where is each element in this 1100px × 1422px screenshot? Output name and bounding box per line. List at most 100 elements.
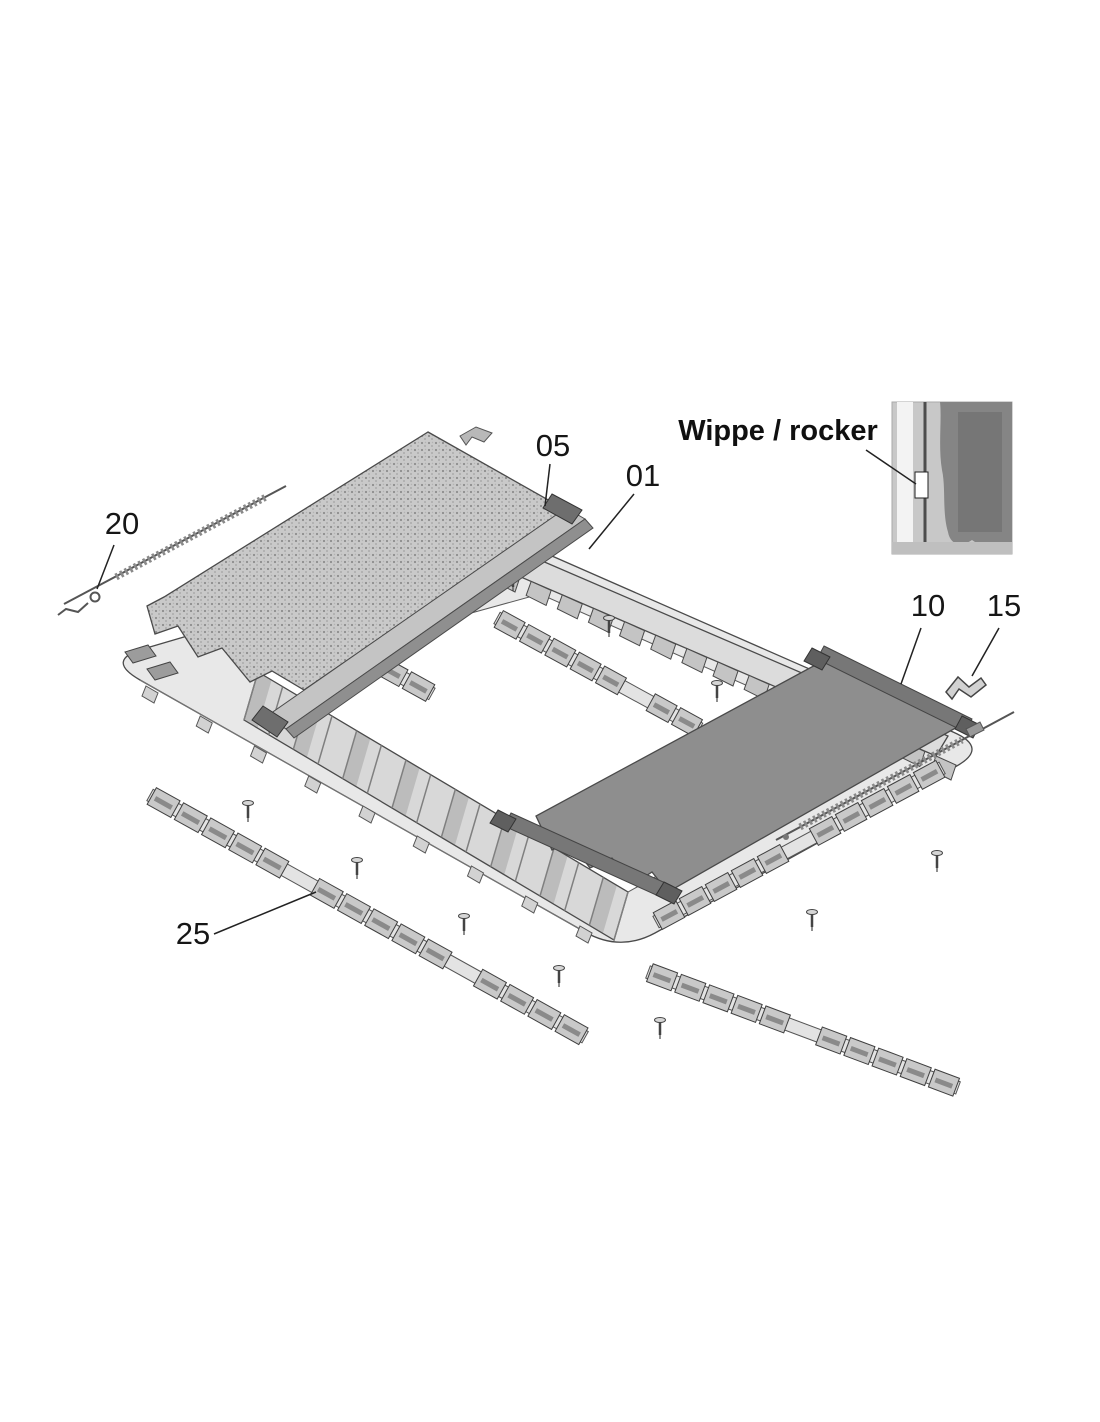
screw [711,680,723,702]
cable-thread [798,736,964,831]
leader-rocker [865,449,917,485]
strip-slot [680,982,700,994]
sunshade-panel-dark [489,645,981,905]
wall-rib [514,833,531,882]
callout-25-label: 25 [176,916,210,951]
strip-slot [180,811,201,825]
drive-cable-right [775,711,1015,841]
strip-slot [371,917,391,931]
inset-bottom-strip [892,542,1012,554]
flange-tab [304,775,322,794]
rail-bracket [556,594,583,620]
strip-slot [507,992,527,1007]
strip-slot [208,826,228,841]
screw-head [711,680,723,686]
frame-corner-bracket [146,661,179,681]
wall-rib [391,759,407,809]
screw [603,615,615,637]
guide-rail-strips [146,609,961,1097]
wall-rib [341,730,358,779]
rail-strip [645,963,961,1097]
wall-rib [539,847,555,897]
flange-tab [249,745,268,764]
strip-slot [425,947,445,962]
wall-cell [342,730,371,787]
strip-slot [408,680,428,694]
cable-collar [965,721,985,738]
strip-slot [906,1067,925,1079]
screw-head [931,850,943,856]
screw-head [242,800,254,806]
screw [242,800,254,822]
callout-05-label: 05 [536,428,570,463]
panel-10-bottom-rail-endcap [489,809,517,833]
wall-cell [540,848,568,905]
screw-head [603,615,615,621]
strip-slot [316,886,337,901]
callout-labels: 20 05 01 Wippe / rocker 10 15 25 [96,415,1021,951]
rocker-highlight-box [914,471,929,499]
strip-slot [398,932,418,947]
strip-slot [526,632,544,646]
strip-slot [737,1003,756,1015]
strip-slot [934,1077,954,1089]
frame-perforated-rail [652,759,946,931]
wall-rib [317,715,333,765]
wall-rib [613,891,629,941]
strip-slot [652,702,670,715]
strip-slot [849,1045,869,1058]
inset-dark-core [958,412,1002,532]
strip-slot [920,769,939,782]
sunshade-panel-speckled [146,431,594,739]
wall-rib [366,745,383,794]
strip-slot [480,977,500,992]
screw [654,1017,666,1039]
strip-slot [500,619,519,632]
leader-05 [544,463,551,507]
callout-20-label: 20 [105,506,139,541]
rail-bracket [650,634,677,660]
flange-tab [575,925,593,944]
strip-slot [816,825,835,838]
strip-slot [262,856,282,871]
leader-01 [588,493,635,550]
strip-slot [712,881,731,894]
flange-tab-row [141,685,593,944]
leader-25 [213,891,317,935]
strip-slot [576,660,595,674]
panel-10-top-rail-endcap [803,647,831,671]
cable-end [783,834,789,840]
flange-tab [195,715,213,734]
strip-slot [842,811,861,824]
strip-slot [764,853,783,866]
screw-head [458,913,470,919]
wall-cell [490,818,519,875]
retainer-clip-top [459,426,493,446]
screw-head [806,909,818,915]
strip-slot [708,993,728,1005]
panel-10-bottom-rail-endcap [655,881,683,905]
strip-slot [344,902,364,916]
rail-bracket [712,661,739,687]
screw [931,850,943,872]
wall-cell [441,789,469,846]
callout-10-label: 10 [911,588,945,623]
leader-20 [96,544,115,590]
rail-bracket [618,621,646,647]
strip-slot [551,646,569,660]
rail-strip [146,786,589,1046]
flange-tab [412,835,430,854]
strip-slot [660,909,679,922]
strip-slot [894,783,913,796]
drive-cable-left [57,485,287,616]
strip-slot [765,1014,785,1026]
rail-bracket [525,580,552,607]
strip-slot [534,1008,554,1022]
cable-hook-wire [57,602,89,616]
screw-head [351,857,363,863]
strip-slot [153,796,173,810]
wall-rib [563,862,580,911]
strip-slot [821,1035,841,1047]
